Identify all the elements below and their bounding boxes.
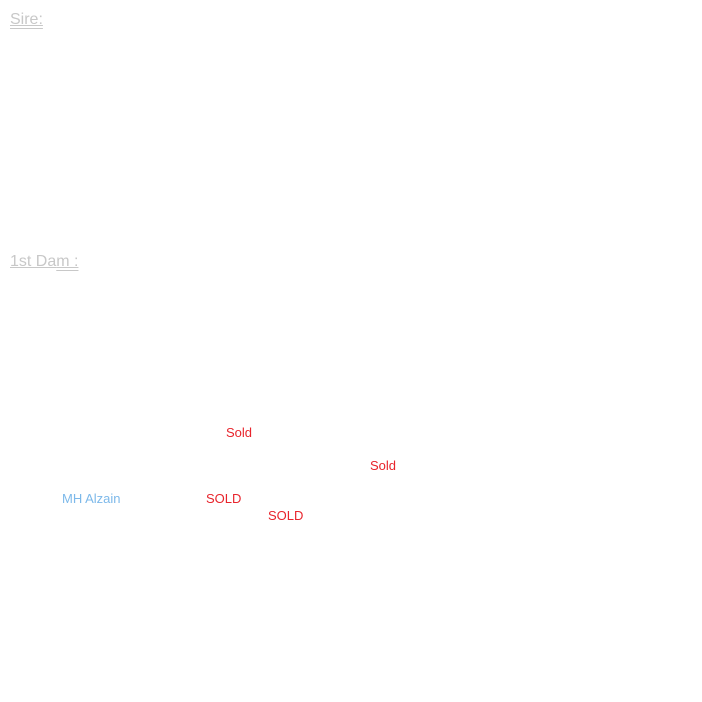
sold-status-label: Sold — [226, 425, 253, 440]
sold-status-label: SOLD — [206, 491, 242, 506]
sold-status-label: SOLD — [268, 508, 304, 523]
sire-heading-label: Sire: — [10, 11, 43, 28]
horse-name-link[interactable]: MH Alzain — [62, 491, 121, 506]
first-dam-heading-label-part2: m : — [56, 253, 79, 270]
sold-status-label: Sold — [370, 458, 397, 473]
first-dam-heading-label-part1: 1st Da — [10, 253, 57, 270]
sire-heading: Sire: — [10, 11, 43, 29]
first-dam-heading: 1st Dam : — [10, 253, 78, 271]
